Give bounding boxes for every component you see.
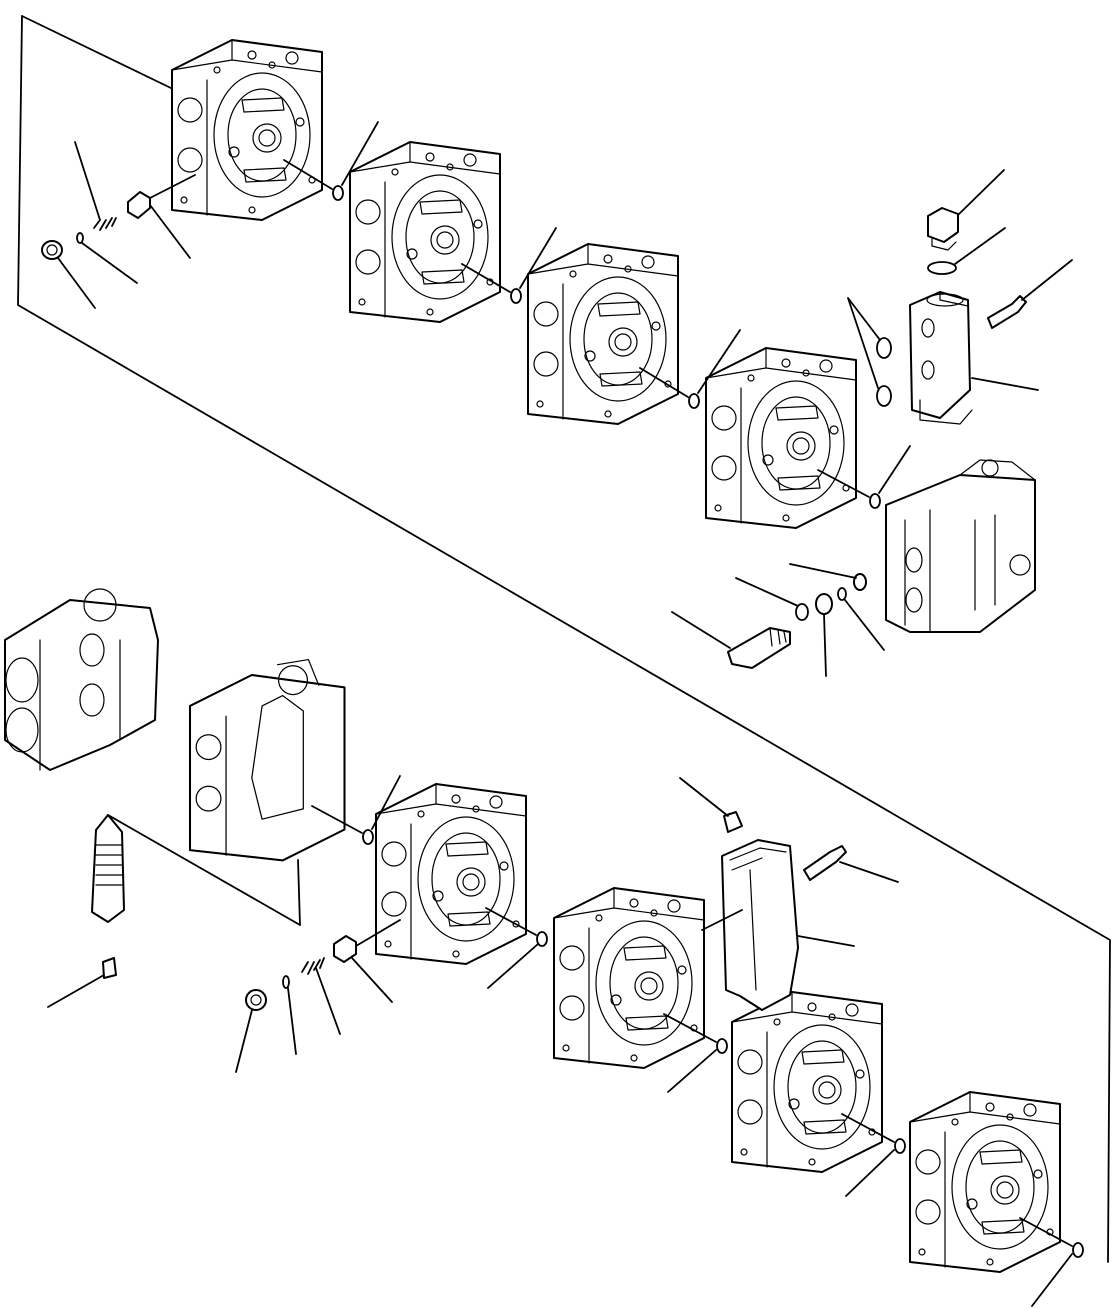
- valve-section-4: [705, 347, 857, 529]
- o-ring-group-top: [283, 121, 911, 509]
- valve-section-8: [731, 991, 883, 1173]
- valve-section-9: [909, 1091, 1061, 1273]
- valve-section-1: [171, 39, 323, 221]
- end-cover-top: [885, 459, 1036, 633]
- valve-section-7: [553, 887, 705, 1069]
- valve-section-6: [375, 783, 527, 965]
- valve-section-3: [527, 243, 679, 425]
- pressure-switch: [47, 814, 301, 1008]
- valve-section-2: [349, 141, 501, 323]
- assembly-outline: [17, 15, 1111, 1263]
- relief-valve-assembly: [847, 169, 1073, 425]
- check-parts-middle: [671, 563, 885, 677]
- check-valve-parts-bottom: [235, 919, 401, 1073]
- valve-section-5: [188, 658, 346, 862]
- solenoid-block: [679, 777, 899, 1011]
- check-valve-parts-top: [41, 141, 196, 309]
- o-ring-group-bottom: [311, 775, 1084, 1307]
- end-cover-bottom: [4, 588, 159, 771]
